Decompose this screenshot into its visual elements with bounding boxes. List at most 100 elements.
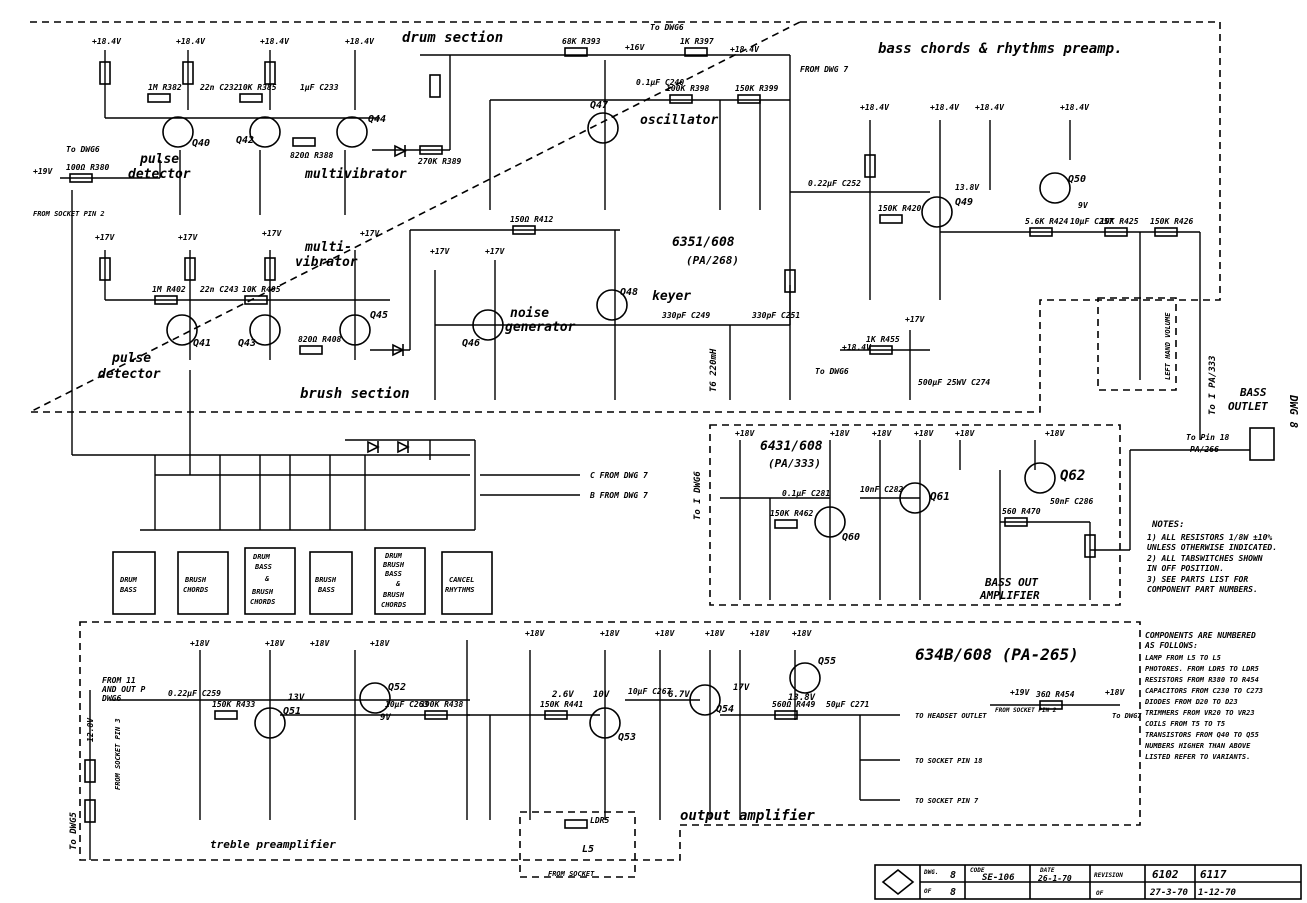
voltage-label-27: +18V [1045, 429, 1065, 438]
board-id-main: 6351/608 [672, 235, 735, 250]
label-multivibrator-top: multivibrator [304, 167, 407, 182]
label-keyer: keyer [652, 289, 691, 304]
label-c249: 330pF C249 [661, 311, 710, 320]
label-r397: 1K R397 [680, 37, 714, 46]
label-r426: 150K R426 [1150, 217, 1194, 226]
resistor-symbols [69, 47, 1178, 829]
numbering-row-7: COILS FROM T5 TO T5 [1145, 720, 1225, 728]
label-c259: 0.22µF C259 [168, 689, 221, 698]
label-ldr5: LDR5 [590, 816, 609, 825]
voltage-label-30: +18V [310, 639, 330, 648]
voltage-label-23: +18V [830, 429, 850, 438]
bass-out-amplifier-title-1: BASS OUT [984, 576, 1038, 589]
bass-outlet-label-2: OUTLET [1228, 400, 1268, 413]
tab-switches [112, 547, 493, 615]
label-q42: Q42 [236, 135, 254, 146]
voltage-label-28: +18V [190, 639, 210, 648]
switch-cancel-rhythms [441, 551, 493, 615]
label-r412: 150Ω R412 [510, 215, 554, 224]
switch-label-dbbc-5: CHORDS [250, 598, 275, 606]
transistor-q55-symbol [789, 662, 821, 694]
voltage-label-31: +18V [370, 639, 390, 648]
label-c233: 1µF C233 [300, 83, 339, 92]
voltage-label-17: +18.4V [1060, 103, 1090, 112]
transistor-q51-symbol [254, 707, 286, 739]
label-q62: Q62 [1060, 468, 1085, 484]
voltage-label-35: +18V [600, 629, 620, 638]
switch-label-dbbc-4: BRUSH [251, 588, 274, 596]
switch-label-brush-bass-2: BASS [317, 586, 335, 594]
voltage-label-45: 12.8V [86, 717, 95, 742]
switch-label-brush-bass-1: BRUSH [314, 576, 337, 584]
label-c243: 22n C243 [199, 285, 239, 294]
transistor-q45-symbol [339, 314, 371, 346]
voltage-label-19: 9V [1078, 201, 1089, 210]
label-r405: 10K R405 [242, 285, 281, 294]
transistor-q40-symbol [162, 116, 194, 148]
label-pulse-detector-top-1: pulse [139, 152, 179, 167]
connection-from-socket-pin2-b: FROM SOCKET PIN 2 [995, 707, 1057, 714]
title-code: SE-106 [982, 873, 1015, 883]
connection-to-dwg7-right: To DWG7 [1112, 712, 1142, 720]
connection-to-i-pa333: To I PA/333 [1208, 355, 1218, 415]
numbering-row-2: PHOTORES. FROM LDR5 TO LDR5 [1145, 665, 1259, 673]
board-id-output: 634B/608 (PA-265) [915, 645, 1079, 664]
switch-label-dbbc-3: & [264, 575, 270, 583]
voltage-label-18: 13.8V [955, 183, 980, 192]
connection-from-socket-bottom: FROM SOCKET [548, 870, 595, 878]
switch-label-dbbbc-6: CHORDS [381, 601, 406, 609]
voltage-label-9: +17V [178, 233, 198, 242]
label-r455: 1K R455 [866, 335, 900, 344]
voltage-label-37: +18V [705, 629, 725, 638]
label-q51: Q51 [283, 706, 301, 717]
label-oscillator: oscillator [640, 113, 718, 128]
title-date-label: DATE [1039, 867, 1055, 874]
transistor-q62-symbol [1024, 462, 1056, 494]
label-q61: Q61 [930, 490, 950, 503]
label-r424: 5.6K R424 [1025, 217, 1069, 226]
title-dwg-no: 8 [950, 870, 956, 881]
label-c251: 330pF C251 [751, 311, 800, 320]
connection-from-11-1: FROM 11 [102, 676, 136, 685]
title-block-frame [874, 864, 1302, 900]
voltage-label-1: +18.4V [92, 37, 122, 46]
label-q55: Q55 [818, 656, 836, 667]
bass-chords-preamp-title: bass chords & rhythms preamp. [878, 41, 1122, 57]
board-id-bass-out: 6431/608 [760, 439, 823, 454]
title-revision-label: REVISION [1094, 872, 1123, 879]
voltage-label-12: +17V [430, 247, 450, 256]
label-noise-generator-2: generator [505, 320, 576, 335]
voltage-label-38: +18V [750, 629, 770, 638]
transistor-q47-symbol [587, 112, 619, 144]
voltage-label-24: +18V [872, 429, 892, 438]
label-r398: 100K R398 [666, 84, 710, 93]
connection-to-dwg6-mid: To DWG6 [815, 367, 849, 376]
bass-out-board-outline [709, 424, 1121, 606]
transistor-q61-symbol [899, 482, 931, 514]
label-q47: Q47 [590, 100, 608, 111]
voltage-label-16: +18.4V [975, 103, 1005, 112]
label-pulse-detector-bottom-1: pulse [111, 351, 151, 366]
numbering-row-5: DIODES FROM D20 TO D23 [1144, 698, 1238, 706]
label-q48: Q48 [620, 287, 638, 298]
switch-drum-brush-bass [374, 547, 426, 615]
transistor-q48-symbol [596, 289, 628, 321]
label-c232: 22n C232 [199, 83, 239, 92]
label-r449: 560Ω R449 [772, 700, 816, 709]
numbering-row-10: LISTED REFER TO VARIANTS. [1145, 753, 1250, 761]
label-r389: 270K R389 [417, 157, 462, 166]
diode-symbols [367, 144, 410, 454]
connection-from-dwg7: FROM DWG 7 [800, 65, 848, 74]
label-c252: 0.22µF C252 [808, 179, 861, 188]
drum-section-title: drum section [402, 30, 503, 46]
label-r420: 150K R420 [878, 204, 922, 213]
title-dwg-label: DWG. [923, 869, 938, 876]
voltage-label-3: +18.4V [260, 37, 290, 46]
label-r438: 390K R438 [419, 700, 464, 709]
voltage-label-32: 13V [288, 693, 305, 703]
voltage-label-39: +18V [792, 629, 812, 638]
numbering-title-2: AS FOLLOWS: [1144, 641, 1198, 650]
label-pulse-detector-top-2: detector [128, 167, 191, 182]
notes-line-1: 1) ALL RESISTORS 1/8W ±10% [1147, 533, 1272, 542]
transistor-q49-symbol [921, 196, 953, 228]
